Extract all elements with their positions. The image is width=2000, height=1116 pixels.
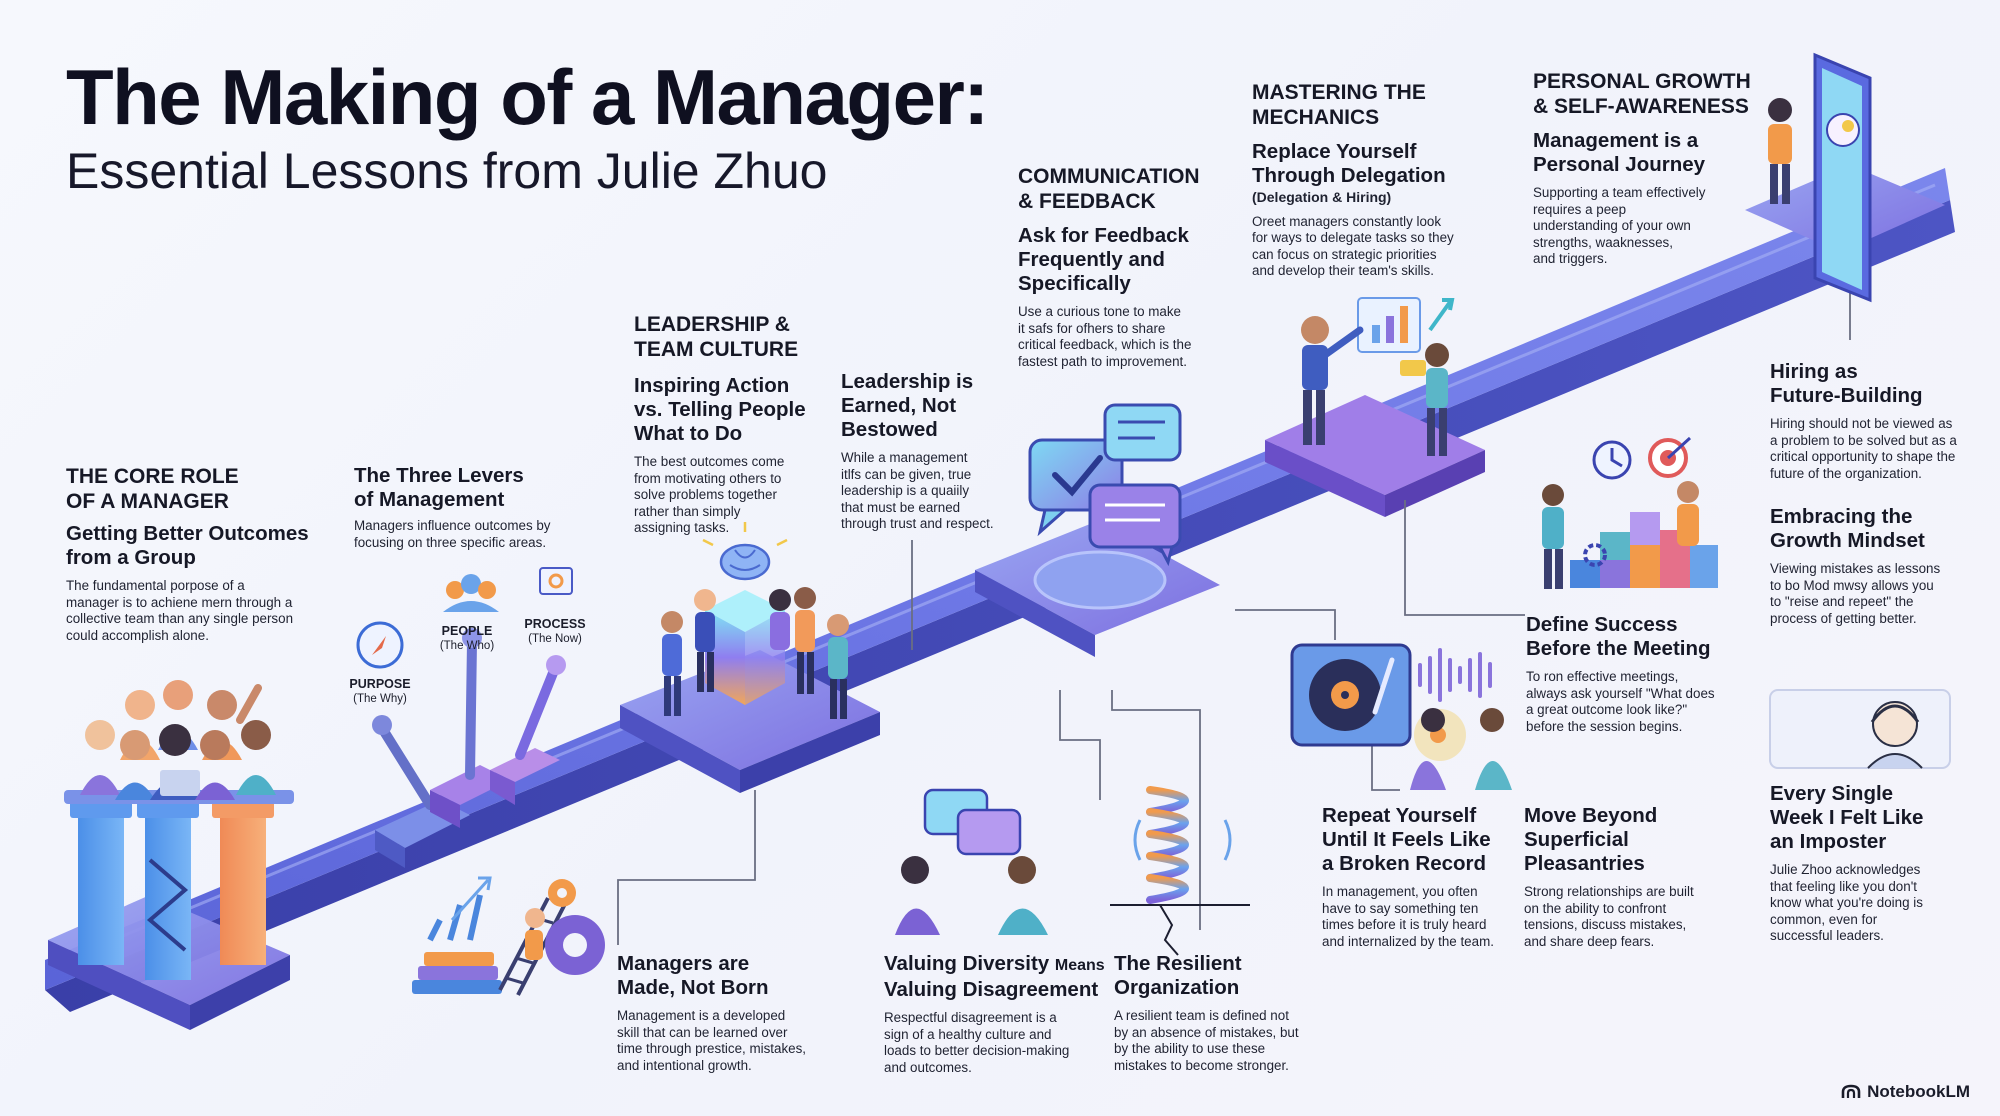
- item-three-levers: The Three Levers of Management Managers …: [354, 464, 604, 551]
- item-define-success: Define Success Before the Meeting To ron…: [1526, 613, 1766, 735]
- meeting-blocks-illustration: [1542, 436, 1718, 589]
- item-subheading: (Delegation & Hiring): [1252, 189, 1392, 205]
- item-heading: Replace Yourself Through Delegation: [1252, 140, 1446, 187]
- item-leadership-earned: Leadership is Earned, Not Bestowed While…: [841, 370, 1041, 533]
- platform-leadership: [620, 650, 880, 793]
- item-body: In management, you often have to say som…: [1322, 884, 1494, 949]
- item-body: Viewing mistakes as lessons to bo Mod mw…: [1770, 561, 1941, 626]
- section-core-role: THE CORE ROLE OF A MANAGER Getting Bette…: [66, 464, 366, 644]
- item-body: A resilient team is defined not by an ab…: [1114, 1008, 1299, 1073]
- page-title: The Making of a Manager:: [66, 53, 989, 141]
- ladder-gears-illustration: [412, 876, 605, 996]
- item-body: Oreet managers constantly look for ways …: [1252, 213, 1454, 279]
- mirror-illustration: [1768, 52, 1872, 303]
- lever-people-label: PEOPLE(The Who): [439, 624, 495, 652]
- item-broken-record: Repeat Yourself Until It Feels Like a Br…: [1322, 804, 1522, 950]
- item-body: Hiring should not be viewed as a problem…: [1770, 416, 1957, 481]
- item-heading: The Resilient Organization: [1114, 952, 1242, 999]
- item-body: Management is a developed skill that can…: [617, 1008, 807, 1073]
- item-heading: Move Beyond Superficial Pleasantries: [1524, 804, 1658, 875]
- spring-illustration: [1110, 786, 1250, 956]
- platform-communication: [975, 520, 1220, 657]
- item-heading: Getting Better Outcomes from a Group: [66, 522, 309, 569]
- item-heading: Valuing Diversity Means: [884, 952, 1105, 975]
- section-title: MASTERING THE MECHANICS: [1252, 81, 1426, 129]
- item-resilient-org: The Resilient Organization A resilient t…: [1114, 952, 1334, 1074]
- page-subtitle: Essential Lessons from Julie Zhuo: [66, 143, 828, 199]
- delegation-illustration: [1301, 297, 1455, 456]
- item-growth-mindset: Embracing the Growth Mindset Viewing mis…: [1770, 505, 1990, 627]
- item-heading: Embracing the Growth Mindset: [1770, 505, 1925, 552]
- pillars-illustration: [64, 790, 294, 980]
- section-title: COMMUNICATION & FEEDBACK: [1018, 165, 1200, 213]
- item-heading: Inspiring Action vs. Telling People What…: [634, 374, 806, 445]
- brand-logo: NotebookLM: [1841, 1082, 1970, 1102]
- item-hiring: Hiring as Future-Building Hiring should …: [1770, 360, 1990, 482]
- section-growth: PERSONAL GROWTH & SELF-AWARENESS Managem…: [1533, 69, 1773, 268]
- item-heading: Define Success Before the Meeting: [1526, 613, 1711, 660]
- section-mechanics: MASTERING THE MECHANICS Replace Yourself…: [1252, 80, 1492, 280]
- section-leadership: LEADERSHIP & TEAM CULTURE Inspiring Acti…: [634, 312, 834, 537]
- item-imposter: Every Single Week I Felt Like an Imposte…: [1770, 782, 1990, 945]
- item-heading: The Three Levers of Management: [354, 464, 524, 511]
- section-title: THE CORE ROLE OF A MANAGER: [66, 465, 239, 513]
- notebooklm-icon: [1841, 1084, 1861, 1098]
- item-heading: Managers are Made, Not Born: [617, 952, 769, 999]
- item-body: To ron effective meetings, always ask yo…: [1526, 669, 1715, 734]
- imposter-portrait-illustration: [1769, 689, 1951, 769]
- road-side: [45, 200, 1955, 1012]
- item-made-not-born: Managers are Made, Not Born Management i…: [617, 952, 847, 1074]
- item-heading: Ask for Feedback Frequently and Specific…: [1018, 224, 1189, 295]
- turntable-illustration: [1290, 643, 1492, 747]
- lever-purpose-label: PURPOSE(The Why): [349, 677, 411, 705]
- item-body: The fundamental porpose of a manager is …: [66, 578, 294, 643]
- item-body: Respectful disagreement is a sign of a h…: [884, 1010, 1070, 1075]
- lever-process-label: PROCESS(The Now): [524, 617, 586, 645]
- connection-illustration: [1410, 708, 1512, 790]
- section-title: PERSONAL GROWTH & SELF-AWARENESS: [1533, 70, 1751, 118]
- item-body: Julie Zhoo acknowledges that feeling lik…: [1770, 862, 1923, 943]
- teamwork-cube-illustration: [661, 522, 849, 719]
- item-heading: Repeat Yourself Until It Feels Like a Br…: [1322, 804, 1491, 875]
- item-valuing-diversity: Valuing Diversity Means Valuing Disagree…: [884, 952, 1124, 1076]
- item-heading: Leadership is Earned, Not Bestowed: [841, 370, 974, 441]
- item-heading: Hiring as Future-Building: [1770, 360, 1923, 407]
- brand-name: NotebookLM: [1867, 1082, 1970, 1101]
- item-body: Supporting a team effectively requires a…: [1533, 185, 1706, 266]
- section-title: LEADERSHIP & TEAM CULTURE: [634, 313, 799, 361]
- item-body: While a management itlfs can be given, t…: [841, 450, 994, 531]
- item-heading-line2: Valuing Disagreement: [884, 978, 1099, 1001]
- item-heading: Every Single Week I Felt Like an Imposte…: [1770, 782, 1924, 853]
- item-beyond-pleasantries: Move Beyond Superficial Pleasantries Str…: [1524, 804, 1744, 950]
- item-body: Strong relationships are built on the ab…: [1524, 884, 1694, 949]
- item-body: Managers influence outcomes by focusing …: [354, 518, 551, 550]
- levers-illustration: [356, 567, 573, 868]
- item-body: The best outcomes come from motivating o…: [634, 454, 785, 535]
- item-heading: Management is a Personal Journey: [1533, 129, 1706, 176]
- section-communication: COMMUNICATION & FEEDBACK Ask for Feedbac…: [1018, 164, 1248, 370]
- dialogue-illustration: [895, 788, 1048, 935]
- item-body: Use a curious tone to make it safs for o…: [1018, 304, 1192, 369]
- feedback-bubbles-illustration: [1028, 403, 1182, 567]
- team-group-illustration: [80, 680, 276, 800]
